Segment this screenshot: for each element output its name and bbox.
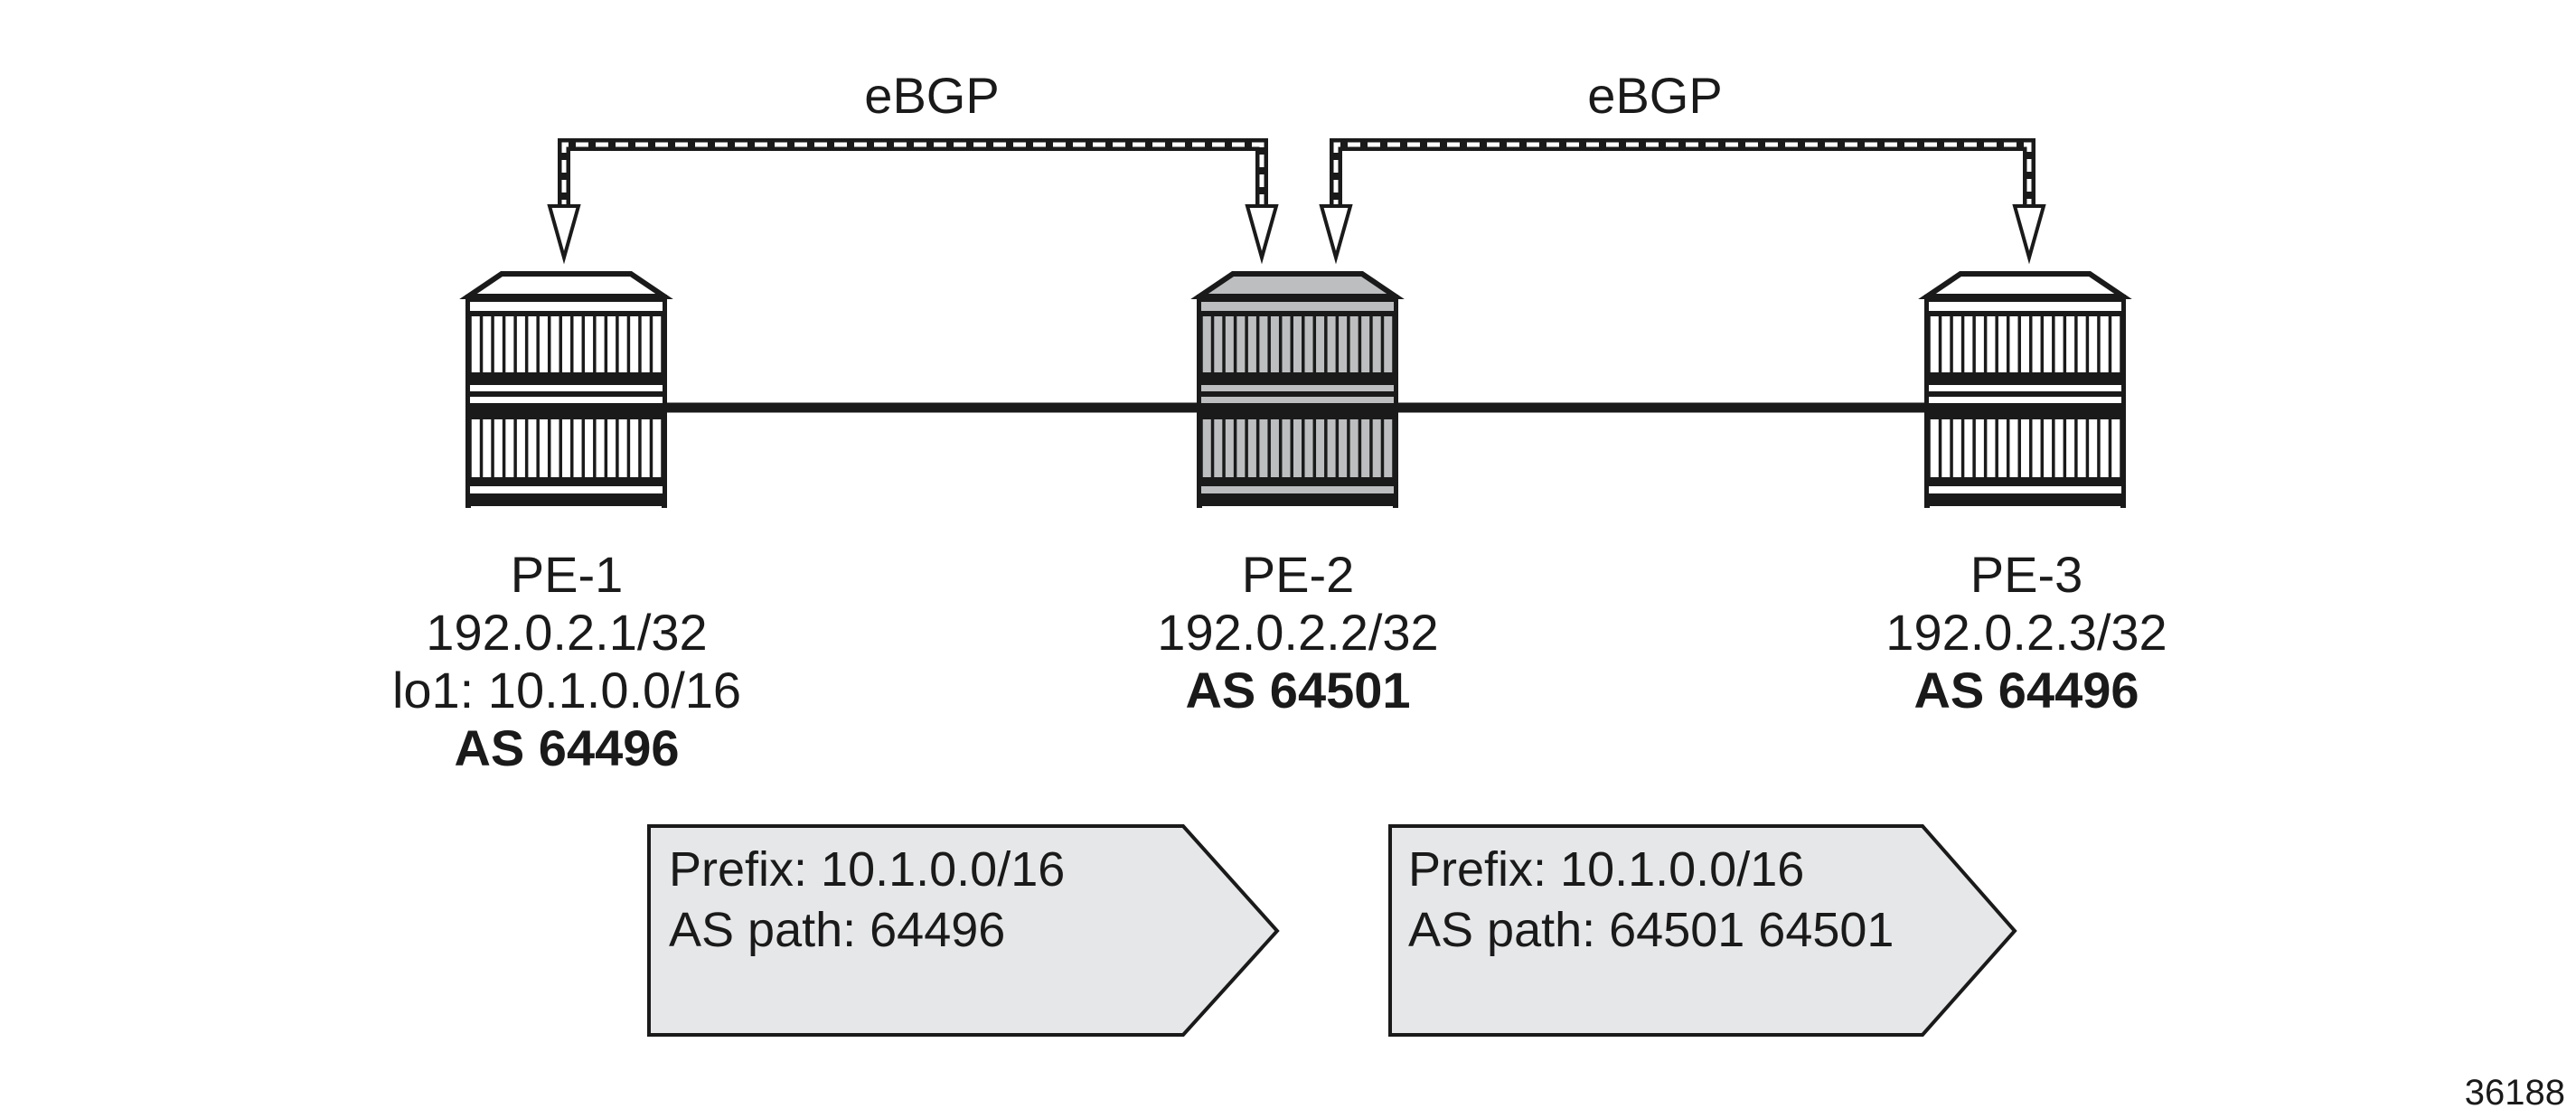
ebgp-session-arrow bbox=[1319, 138, 2046, 265]
router-icon-pe-3 bbox=[1918, 271, 2132, 508]
update-box-1: Prefix: 10.1.0.0/16 AS path: 64496 bbox=[647, 824, 1280, 1037]
router-as: AS 64496 bbox=[454, 719, 679, 776]
router-address: 192.0.2.2/32 bbox=[1157, 604, 1438, 661]
router-label-pe1: PE-1 192.0.2.1/32 lo1: 10.1.0.0/16 AS 64… bbox=[392, 546, 741, 776]
router-name: PE-3 bbox=[1970, 546, 2083, 603]
router-icon-pe-2 bbox=[1190, 271, 1405, 508]
update-box-2: Prefix: 10.1.0.0/16 AS path: 64501 64501 bbox=[1388, 824, 2017, 1037]
arrowhead-icon bbox=[547, 204, 581, 265]
router-address: 192.0.2.3/32 bbox=[1885, 604, 2167, 661]
router-loopback: lo1: 10.1.0.0/16 bbox=[392, 662, 741, 719]
arrowhead-icon bbox=[2012, 204, 2046, 265]
update-as-path: AS path: 64501 64501 bbox=[1408, 903, 1894, 957]
router-address: 192.0.2.1/32 bbox=[426, 604, 707, 661]
session-label-1: eBGP bbox=[864, 67, 999, 124]
update-prefix: Prefix: 10.1.0.0/16 bbox=[1408, 842, 1804, 897]
update-as-path: AS path: 64496 bbox=[669, 903, 1005, 957]
update-arrow-shape bbox=[647, 824, 1280, 1037]
router-as: AS 64496 bbox=[1913, 662, 2139, 719]
router-name: PE-2 bbox=[1242, 546, 1355, 603]
figure-id: 36188 bbox=[2465, 1073, 2565, 1113]
session-label-2: eBGP bbox=[1587, 67, 1722, 124]
router-label-pe3: PE-3 192.0.2.3/32 AS 64496 bbox=[1885, 546, 2167, 719]
router-label-pe2: PE-2 192.0.2.2/32 AS 64501 bbox=[1157, 546, 1438, 719]
update-prefix: Prefix: 10.1.0.0/16 bbox=[669, 842, 1065, 897]
arrowhead-icon bbox=[1319, 204, 1353, 265]
update-arrow-shape bbox=[1388, 824, 2017, 1037]
router-name: PE-1 bbox=[511, 546, 624, 603]
arrowhead-icon bbox=[1245, 204, 1279, 265]
ebgp-session-arrow bbox=[547, 138, 1279, 265]
router-icon-pe-1 bbox=[459, 271, 673, 508]
router-as: AS 64501 bbox=[1185, 662, 1410, 719]
